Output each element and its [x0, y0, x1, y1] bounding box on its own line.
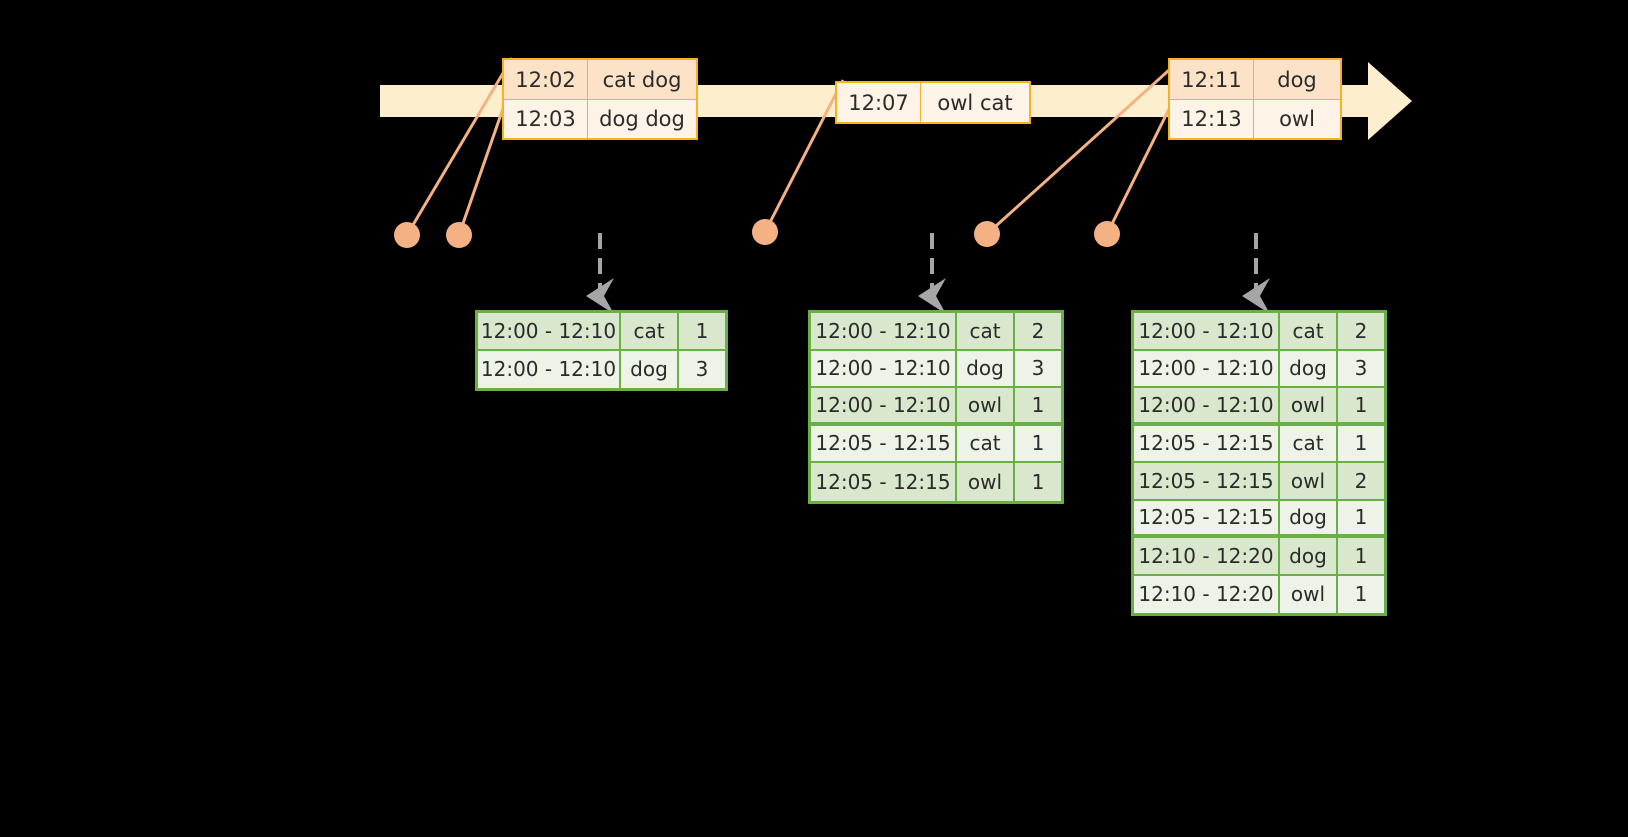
word-key-cell: dog — [957, 350, 1015, 388]
word-key-cell: cat — [1280, 313, 1338, 351]
connector-line-3 — [763, 79, 845, 233]
word-key-cell: cat — [621, 313, 679, 351]
word-key-cell: cat — [1280, 425, 1338, 463]
event-dot-4 — [974, 221, 1000, 247]
count-value-cell: 2 — [1015, 313, 1061, 351]
window-range-cell: 12:10 - 12:20 — [1134, 575, 1280, 613]
event-connector-lines — [405, 57, 1180, 236]
count-value-cell: 1 — [1015, 463, 1061, 501]
event-payload: owl cat — [921, 83, 1029, 122]
event-dot-2 — [446, 222, 472, 248]
connector-line-5 — [1105, 102, 1174, 235]
count-value-cell: 1 — [1338, 500, 1384, 538]
emit-arrows — [586, 233, 1270, 314]
word-key-cell: owl — [957, 463, 1015, 501]
count-value-cell: 1 — [1015, 388, 1061, 426]
word-key-cell: dog — [621, 350, 679, 388]
event-timestamp: 12:03 — [504, 99, 588, 138]
count-value-cell: 1 — [1338, 425, 1384, 463]
window-range-cell: 12:05 - 12:15 — [811, 425, 957, 463]
event-timestamp: 12:11 — [1170, 60, 1254, 99]
word-key-cell: dog — [1280, 500, 1338, 538]
event-timestamp: 12:07 — [837, 83, 921, 122]
event-payload: cat dog — [588, 60, 696, 99]
word-key-cell: cat — [957, 313, 1015, 351]
count-value-cell: 2 — [1338, 313, 1384, 351]
event-dot-1 — [394, 222, 420, 248]
window-range-cell: 12:00 - 12:10 — [478, 350, 621, 388]
event-payload: dog — [1254, 60, 1340, 99]
word-key-cell: owl — [1280, 463, 1338, 501]
window-range-cell: 12:00 - 12:10 — [478, 313, 621, 351]
count-value-cell: 1 — [1338, 575, 1384, 613]
word-key-cell: owl — [957, 388, 1015, 426]
count-value-cell: 1 — [679, 313, 725, 351]
event-timestamp: 12:13 — [1170, 99, 1254, 138]
count-value-cell: 1 — [1338, 388, 1384, 426]
event-dot-5 — [1094, 221, 1120, 247]
window-range-cell: 12:00 - 12:10 — [1134, 350, 1280, 388]
count-value-cell: 3 — [679, 350, 725, 388]
count-value-cell: 3 — [1338, 350, 1384, 388]
connector-line-1 — [405, 57, 514, 236]
event-dot-3 — [752, 219, 778, 245]
count-value-cell: 1 — [1338, 538, 1384, 576]
event-payload: dog dog — [588, 99, 696, 138]
window-range-cell: 12:00 - 12:10 — [811, 350, 957, 388]
word-key-cell: owl — [1280, 388, 1338, 426]
event-timestamp: 12:02 — [504, 60, 588, 99]
count-value-cell: 2 — [1338, 463, 1384, 501]
word-key-cell: dog — [1280, 350, 1338, 388]
word-key-cell: dog — [1280, 538, 1338, 576]
window-range-cell: 12:00 - 12:10 — [811, 313, 957, 351]
window-range-cell: 12:00 - 12:10 — [811, 388, 957, 426]
count-value-cell: 3 — [1015, 350, 1061, 388]
word-key-cell: cat — [957, 425, 1015, 463]
event-payload: owl — [1254, 99, 1340, 138]
window-range-cell: 12:00 - 12:10 — [1134, 313, 1280, 351]
connector-line-4 — [985, 60, 1180, 236]
event-dots — [394, 219, 1120, 248]
window-range-cell: 12:05 - 12:15 — [1134, 425, 1280, 463]
window-range-cell: 12:05 - 12:15 — [811, 463, 957, 501]
window-range-cell: 12:10 - 12:20 — [1134, 538, 1280, 576]
connector-line-2 — [457, 99, 508, 236]
window-range-cell: 12:05 - 12:15 — [1134, 500, 1280, 538]
count-value-cell: 1 — [1015, 425, 1061, 463]
window-range-cell: 12:00 - 12:10 — [1134, 388, 1280, 426]
window-range-cell: 12:05 - 12:15 — [1134, 463, 1280, 501]
word-key-cell: owl — [1280, 575, 1338, 613]
